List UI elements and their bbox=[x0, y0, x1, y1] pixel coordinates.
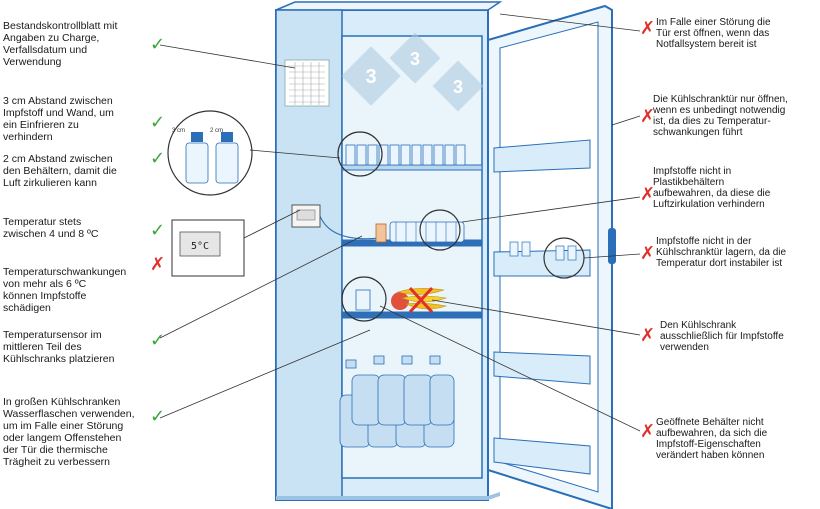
note-container-distance: 2 cm Abstand zwischen den Behältern, dam… bbox=[3, 153, 117, 189]
check-icon: ✓ bbox=[150, 112, 166, 133]
check-icon: ✓ bbox=[150, 406, 166, 427]
water-bottles bbox=[339, 355, 455, 448]
check-icon: ✓ bbox=[150, 148, 166, 169]
note-inventory-sheet: Bestandskontrollblatt mit Angaben zu Cha… bbox=[3, 20, 118, 68]
temperature-display: 5°C bbox=[191, 241, 209, 252]
check-icon: ✓ bbox=[150, 34, 166, 55]
cross-icon: ✗ bbox=[640, 106, 656, 127]
leader-lines bbox=[159, 13, 641, 432]
middle-shelf-items bbox=[375, 221, 465, 243]
inventory-sheet bbox=[284, 59, 330, 107]
ruler-label-3cm: 3 cm bbox=[172, 128, 185, 134]
check-icon: ✓ bbox=[150, 220, 166, 241]
cross-icon: ✗ bbox=[640, 184, 656, 205]
watermark-text-3: 3 bbox=[453, 77, 463, 97]
cross-icon: ✗ bbox=[150, 254, 166, 275]
zoom-inset-display: 5°C bbox=[171, 219, 245, 277]
note-door-opening: Die Kühlschranktür nur öffnen, wenn es u… bbox=[653, 94, 788, 138]
cross-icon: ✗ bbox=[640, 18, 656, 39]
note-plastic-containers: Impfstoffe nicht in Plastikbehältern auf… bbox=[653, 166, 771, 210]
note-door-emergency: Im Falle einer Störung die Tür erst öffn… bbox=[656, 17, 771, 50]
top-shelf-vials bbox=[345, 144, 466, 166]
ruler-label-2cm: 2 cm bbox=[210, 128, 223, 134]
note-temperature-range: Temperatur stets zwischen 4 und 8 ºC bbox=[3, 216, 99, 240]
watermark-text-2: 3 bbox=[410, 49, 420, 69]
fridge-door bbox=[487, 4, 616, 509]
check-icon: ✓ bbox=[150, 330, 166, 351]
note-wall-distance: 3 cm Abstand zwischen Impfstoff und Wand… bbox=[3, 95, 114, 143]
cross-icon: ✗ bbox=[640, 243, 656, 264]
note-door-storage: Impfstoffe nicht in der Kühlschranktür l… bbox=[656, 236, 787, 269]
watermark-text-1: 3 bbox=[365, 66, 376, 88]
cross-icon: ✗ bbox=[640, 421, 656, 442]
note-water-bottles: In großen Kühlschranken Wasserflaschen v… bbox=[3, 396, 135, 468]
lower-shelf-items bbox=[355, 286, 448, 314]
note-sensor-placement: Temperatursensor im mittleren Teil des K… bbox=[3, 329, 115, 365]
note-opened-containers: Geöffnete Behälter nicht aufbewahren, da… bbox=[656, 417, 768, 461]
note-temperature-fluctuation: Temperaturschwankungen von mehr als 6 ºC… bbox=[3, 266, 127, 314]
note-vaccines-only: Den Kühlschrank ausschließlich für Impfs… bbox=[660, 320, 784, 353]
cross-icon: ✗ bbox=[640, 325, 656, 346]
zoom-inset-vials: 3 cm 2 cm bbox=[167, 110, 253, 196]
